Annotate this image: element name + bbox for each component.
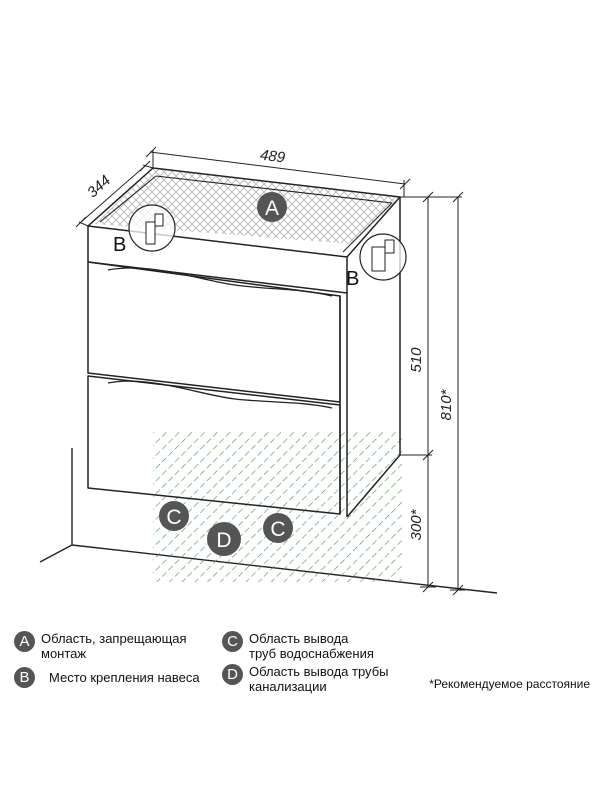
legend: A Область, запрещающая монтаж B Место кр… (0, 620, 600, 730)
legend-badge-a: A (14, 631, 35, 652)
legend-badge-c: C (222, 631, 243, 652)
legend-badge-b: B (14, 667, 35, 688)
marker-b-left: B (113, 234, 126, 256)
dim-mount-height: 300* (408, 508, 425, 540)
recommended-distance-note: *Рекомендуемое расстояние (429, 677, 590, 691)
legend-item-b: B Место крепления навеса (14, 667, 200, 688)
svg-text:D: D (216, 529, 231, 552)
bracket-detail-right (359, 233, 407, 281)
legend-text-d: Область вывода трубы канализации (249, 664, 389, 694)
marker-c-right: C (263, 513, 293, 543)
svg-text:C: C (166, 506, 181, 529)
dim-total-height: 810* (438, 388, 455, 420)
dim-height: 510 (408, 347, 425, 373)
legend-text-c: Область вывода труб водоснабжения (249, 631, 374, 661)
marker-d: D (207, 522, 241, 556)
legend-item-a: A Область, запрещающая монтаж (14, 631, 187, 661)
legend-text-a: Область, запрещающая монтаж (41, 631, 187, 661)
dimension-lines (75, 146, 465, 596)
dim-width: 489 (259, 147, 287, 167)
marker-c-left: C (159, 501, 189, 531)
svg-text:C: C (270, 518, 285, 541)
svg-text:A: A (265, 197, 279, 220)
legend-item-d: D Область вывода трубы канализации (222, 664, 388, 694)
marker-a: A (257, 192, 287, 222)
legend-text-b: Место крепления навеса (49, 670, 200, 685)
legend-item-c: C Область вывода труб водоснабжения (222, 631, 374, 661)
legend-badge-d: D (222, 664, 243, 685)
marker-b-right: B (346, 268, 359, 290)
bracket-detail-left (128, 204, 176, 252)
